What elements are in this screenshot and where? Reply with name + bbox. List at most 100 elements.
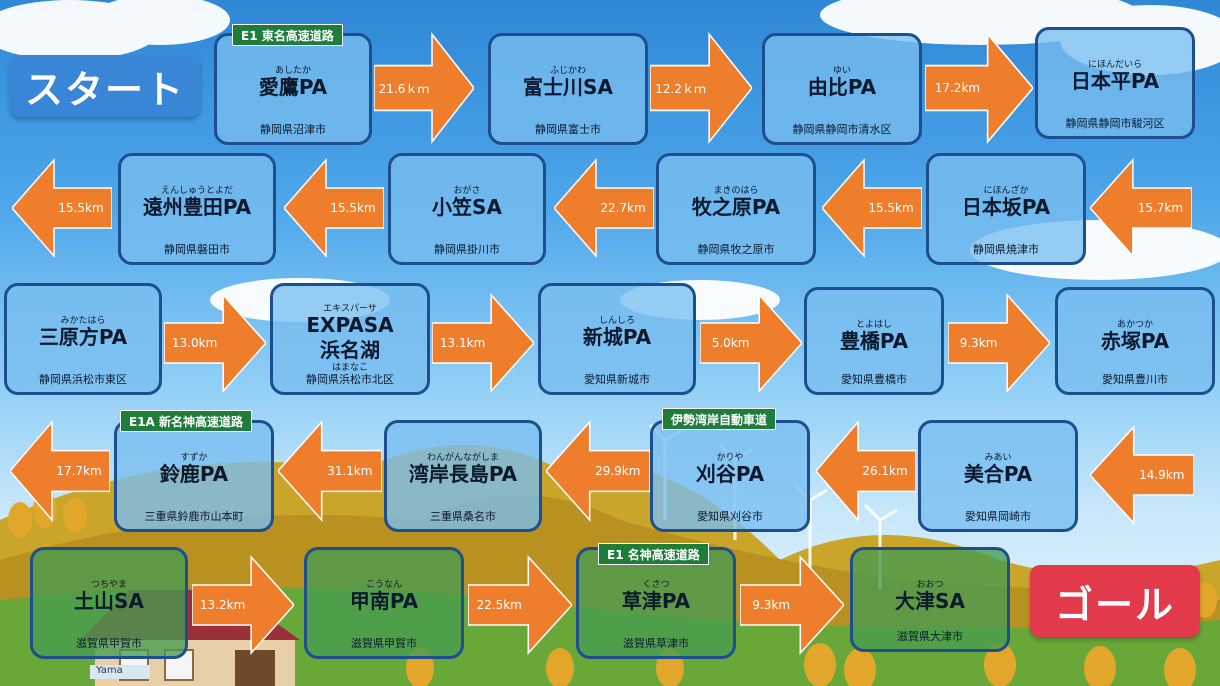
station-location: 滋賀県大津市 (897, 630, 963, 643)
arrow-right-icon: 22.5km (468, 555, 572, 655)
arrow-right-icon: 21.6ｋｍ (374, 32, 474, 144)
arrow-right-icon: 17.2km (925, 32, 1033, 144)
distance-label: 13.0km (171, 336, 218, 350)
station-ruby: みあい (984, 453, 1012, 463)
distance-label: 22.5km (476, 598, 522, 612)
station-ruby: えんしゅうとよだ (160, 186, 233, 196)
station-location: 静岡県静岡市駿河区 (1065, 117, 1165, 130)
arrow-left-icon: 29.9km (546, 420, 650, 522)
distance-label: 22.7km (600, 201, 646, 215)
distance-label: 17.7km (56, 464, 102, 478)
distance-label: 9.3km (752, 598, 791, 612)
station-ruby: ふじかわ (549, 66, 586, 76)
station-name: 日本坂PA (961, 195, 1051, 219)
start-sign: スタート (10, 55, 200, 117)
arrow-right-icon: 13.2km (192, 555, 294, 655)
station-name: 草津PA (621, 589, 691, 613)
station-location: 静岡県浜松市東区 (39, 373, 127, 386)
house-sign: Yama (96, 665, 123, 676)
station-location: 静岡県浜松市北区 (306, 373, 394, 386)
station-location: 静岡県焼津市 (973, 243, 1039, 256)
station-location: 滋賀県甲賀市 (76, 637, 142, 650)
arrow-left-icon: 17.7km (10, 420, 110, 522)
station-ruby: にほんだいら (1087, 60, 1142, 70)
station-location: 静岡県磐田市 (164, 243, 230, 256)
station-ruby: あしたか (274, 66, 311, 76)
station-location: 愛知県岡崎市 (965, 510, 1031, 523)
station-name: 由比PA (807, 75, 877, 99)
expressway-tag: 伊勢湾岸自動車道 (662, 408, 777, 430)
station-location: 三重県鈴鹿市山本町 (144, 510, 244, 523)
station-ruby: あかつか (1116, 320, 1153, 330)
station-location: 静岡県静岡市清水区 (792, 123, 892, 136)
arrow-left-icon: 31.1km (278, 420, 382, 522)
station-ruby: こうなん (365, 580, 402, 590)
station-name: 豊橋PA (839, 329, 909, 353)
arrow-left-icon: 14.9km (1090, 425, 1194, 525)
station-name: 湾岸長島PA (408, 462, 518, 486)
station-location: 静岡県富士市 (535, 123, 601, 136)
expressway-tag: E1 東名高速道路 (232, 24, 343, 46)
arrow-left-icon: 22.7km (554, 158, 654, 258)
station-name: 赤塚PA (1100, 329, 1170, 353)
station-name: 甲南PA (349, 589, 419, 613)
station-ruby: くさつ (642, 580, 670, 590)
station-name: 小笠SA (432, 195, 502, 219)
arrow-right-icon: 13.0km (164, 293, 266, 393)
station-name: 大津SA (895, 589, 965, 613)
station-ruby: おがさ (453, 186, 481, 196)
station-ruby: みかたはら (60, 316, 106, 326)
station-ruby: おおつ (916, 580, 944, 590)
distance-label: 31.1km (327, 464, 373, 478)
arrow-left-icon: 15.7km (1090, 158, 1192, 258)
station-location: 愛知県新城市 (584, 373, 650, 386)
station-ruby: まきのはら (713, 186, 759, 196)
distance-label: 12.2ｋｍ (655, 81, 706, 96)
station-box: みあい美合PA 愛知県岡崎市 (918, 420, 1078, 532)
station-name: 三原方PA (38, 325, 128, 349)
station-location: 静岡県掛川市 (434, 243, 500, 256)
station-name: 日本平PA (1070, 69, 1160, 93)
distance-label: 15.5km (58, 201, 104, 215)
station-ruby: すずか (180, 453, 208, 463)
station-location: 滋賀県草津市 (623, 637, 689, 650)
station-name: EXPASA (306, 313, 394, 337)
distance-label: 13.2km (199, 598, 246, 612)
station-box: とよはし豊橋PA 愛知県豊橋市 (804, 287, 944, 395)
station-ruby-line2: はまなこ (331, 363, 368, 373)
station-location: 愛知県刈谷市 (697, 510, 763, 523)
station-name: 愛鷹PA (258, 75, 328, 99)
station-ruby: とよはし (855, 320, 892, 330)
arrow-left-icon: 26.1km (816, 420, 916, 522)
arrow-left-icon: 15.5km (284, 158, 384, 258)
arrow-right-icon: 5.0km (700, 293, 802, 393)
expressway-tag: E1A 新名神高速道路 (120, 410, 253, 432)
distance-label: 9.3km (959, 336, 998, 350)
arrow-right-icon: 9.3km (948, 293, 1050, 393)
station-name: 美合PA (963, 462, 1033, 486)
goal-sign: ゴール (1030, 565, 1200, 637)
station-location: 静岡県牧之原市 (697, 243, 775, 256)
station-ruby: つちやま (90, 580, 127, 590)
station-name: 牧之原PA (691, 195, 781, 219)
station-location: 三重県桑名市 (430, 510, 496, 523)
expressway-tag: E1 名神高速道路 (598, 543, 709, 565)
distance-label: 17.2km (934, 81, 981, 95)
arrow-right-icon: 9.3km (740, 555, 844, 655)
distance-label: 15.5km (868, 201, 914, 215)
arrow-left-icon: 15.5km (12, 158, 112, 258)
station-name: 新城PA (582, 325, 652, 349)
station-location: 愛知県豊橋市 (841, 373, 907, 386)
station-ruby: エキスパーサ (323, 304, 377, 314)
